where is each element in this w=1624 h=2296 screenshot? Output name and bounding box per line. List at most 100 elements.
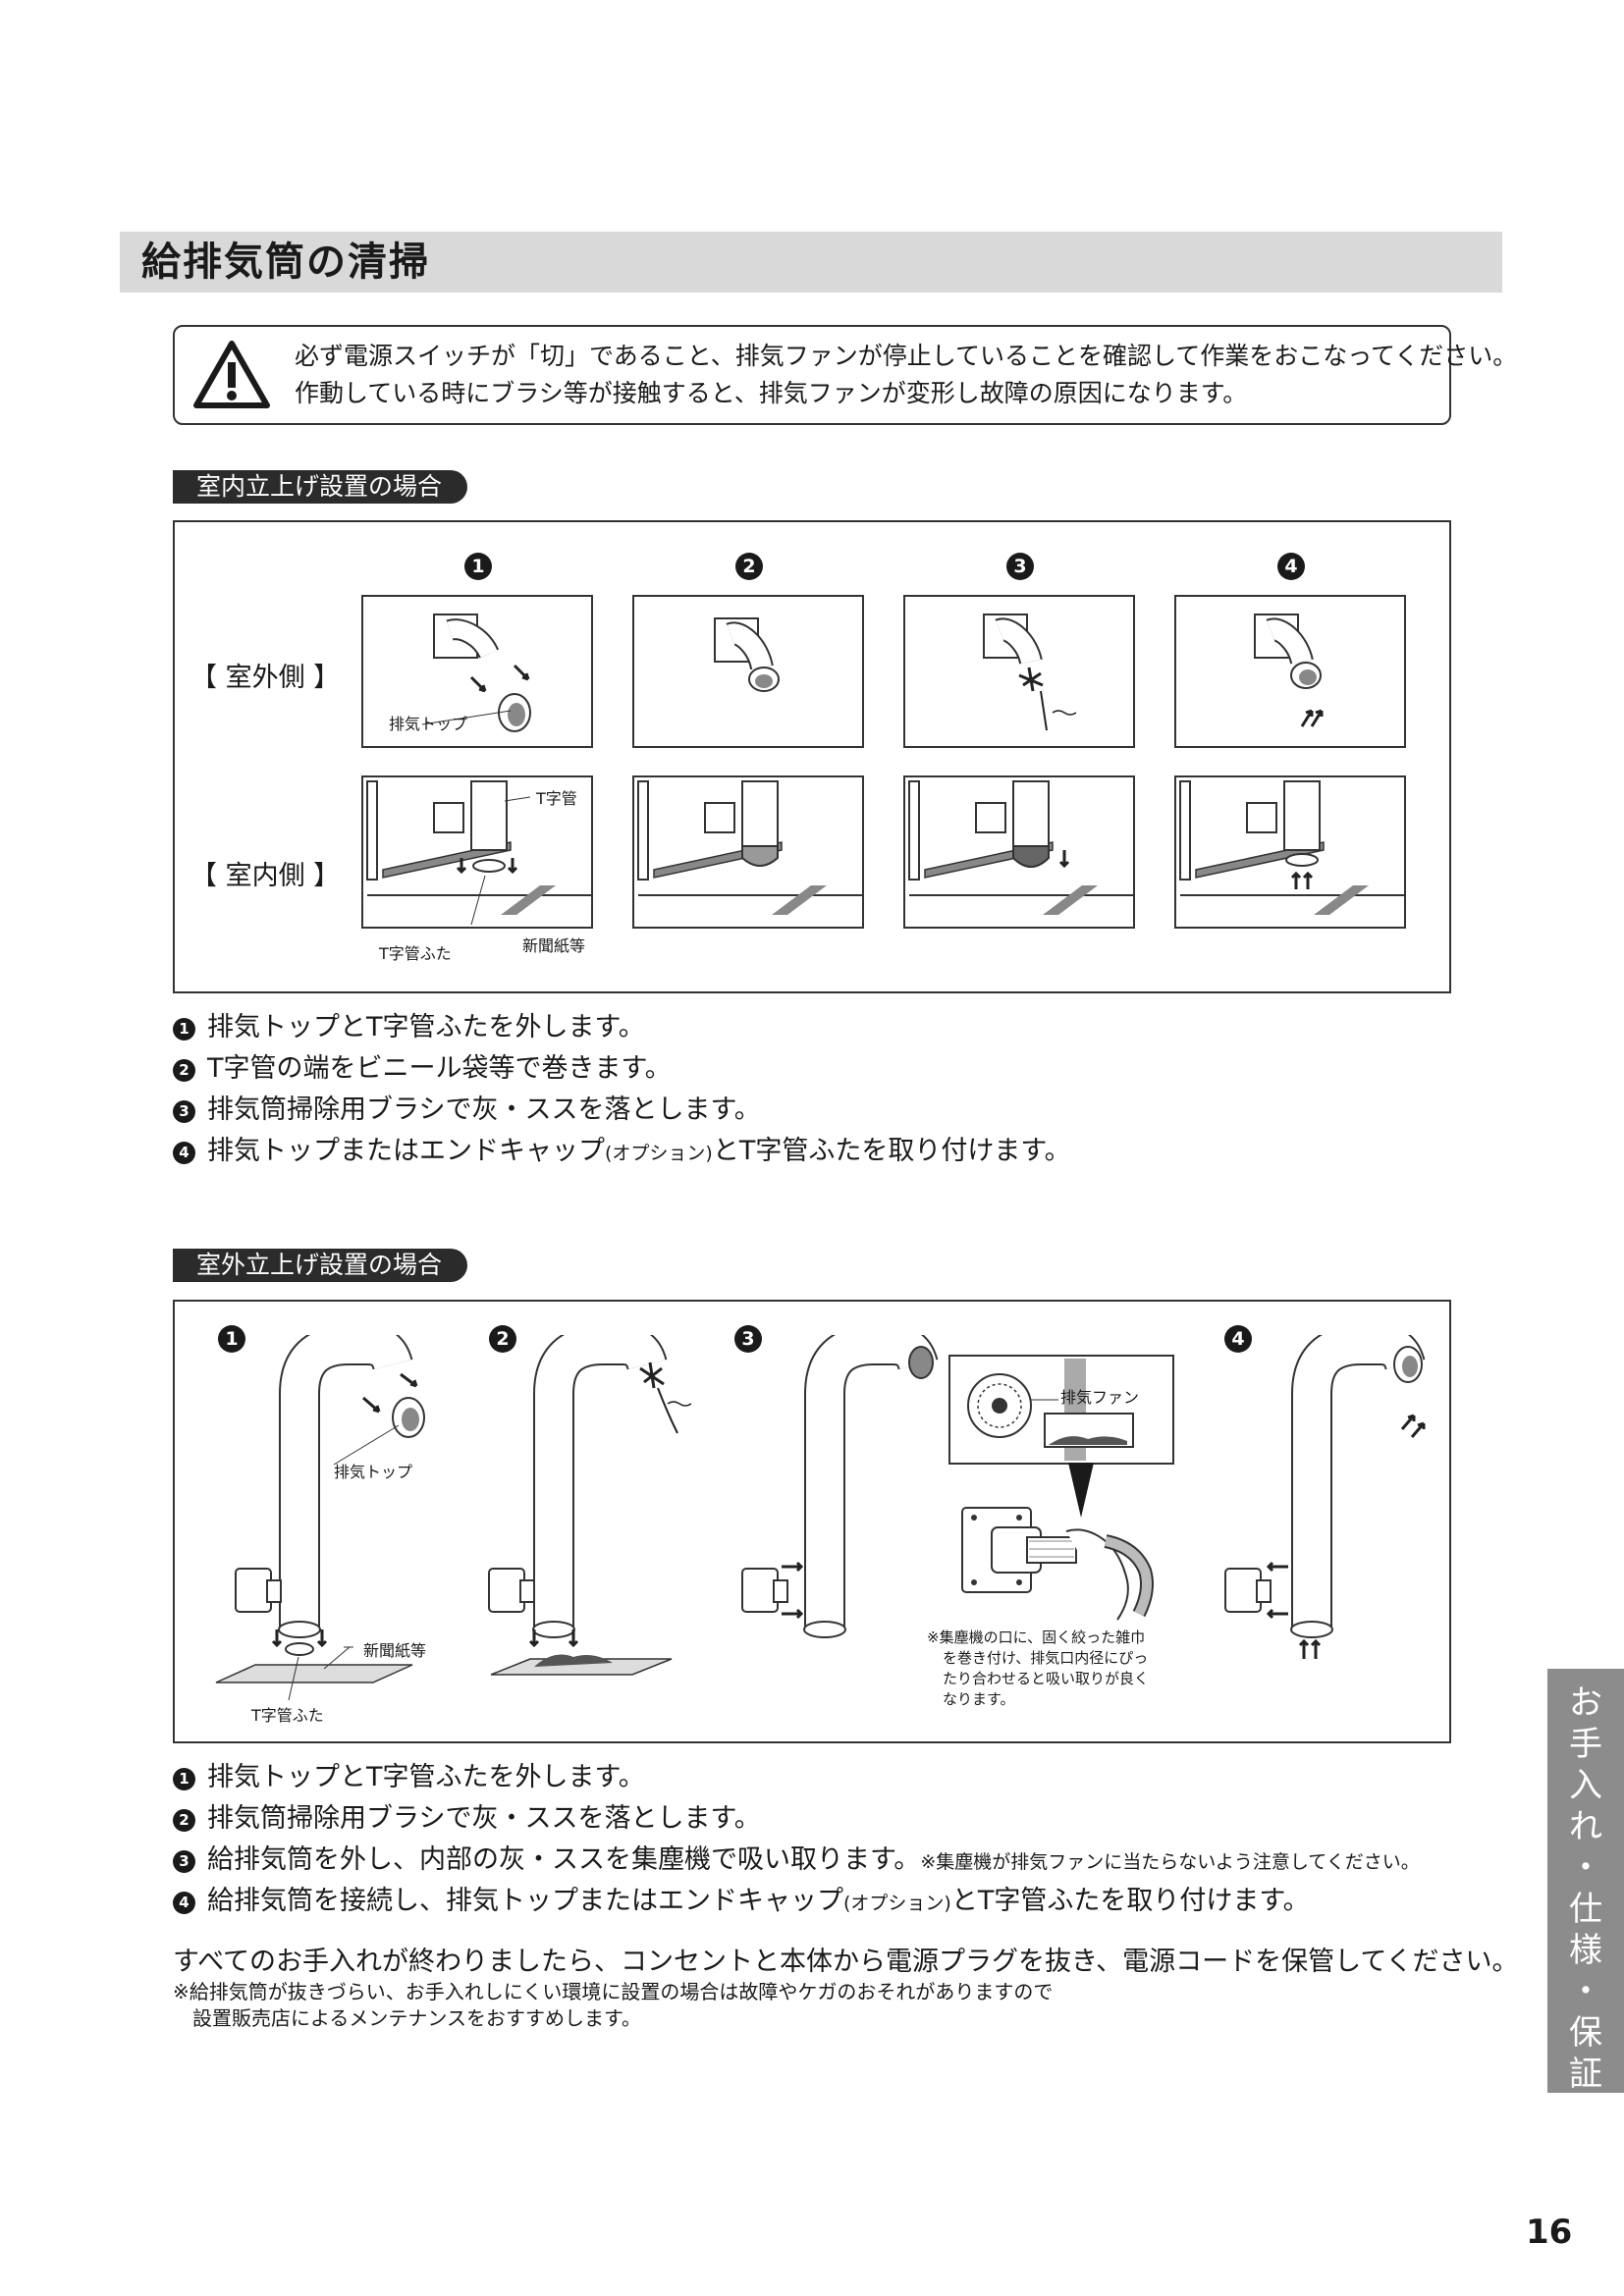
indoor-step-2-text: T字管の端をビニール袋等で巻きます。 — [207, 1053, 672, 1084]
outside-cell-1 — [361, 595, 593, 748]
outdoor-step-4-text: 給排気筒を接続し、排気トップまたはエンドキャップ — [207, 1886, 843, 1916]
outdoor-pipe-illustration-4 — [1224, 1335, 1426, 1659]
outdoor-pipe-illustration-3 — [741, 1335, 939, 1638]
outside-pipe-illustration-4 — [1254, 614, 1324, 727]
outdoor-step-number-2: 2 — [489, 1325, 516, 1353]
outdoor-step-4: 4 給排気筒を接続し、排気トップまたはエンドキャップ(オプション)とT字管ふたを取… — [173, 1883, 1310, 1922]
side-tab-char: れ — [1569, 1807, 1602, 1846]
outdoor-pipe-illustration-1 — [215, 1335, 425, 1701]
indoor-step-number-4: 4 — [1277, 553, 1305, 580]
inside-t-pipe-illustration-3 — [908, 780, 1133, 915]
inside-cell-1 — [361, 775, 593, 929]
outdoor-step-3: 3 給排気筒を外し、内部の灰・ススを集塵機で吸い取ります。※集塵機が排気ファンに当… — [173, 1842, 1420, 1881]
exhaust-fan-inset — [948, 1355, 1174, 1465]
label-t-pipe: T字管 — [536, 789, 577, 808]
indoor-step-1-number: 1 — [173, 1018, 195, 1041]
vacuum-note-line-1: ※集塵機の口に、固く絞った雑巾 — [927, 1629, 1146, 1646]
side-tab-char: ・ — [1569, 1848, 1602, 1888]
warning-box — [173, 325, 1451, 425]
outdoor-step-number-4: 4 — [1224, 1325, 1252, 1353]
title-bar — [120, 232, 1502, 293]
indoor-step-1: 1 排気トップとT字管ふたを外します。 — [173, 1009, 645, 1046]
outdoor-step-2-text: 排気筒掃除用ブラシで灰・ススを落とします。 — [207, 1803, 761, 1834]
outdoor-section-heading: 室外立上げ設置の場合 — [173, 1249, 468, 1282]
exhaust-fan-illustration — [967, 1359, 1134, 1461]
page-number: 16 — [1526, 2213, 1573, 2252]
outdoor-step-1-number: 1 — [173, 1768, 195, 1790]
footnote: ※給排気筒が抜きづらい、お手入れしにくい環境に設置の場合は故障やケガのおそれがあ… — [173, 1979, 1053, 2032]
side-tab-char: ・ — [1569, 1972, 1602, 2011]
side-tab-char: 様 — [1569, 1931, 1602, 1970]
indoor-step-1-text: 排気トップとT字管ふたを外します。 — [207, 1012, 645, 1042]
outdoor-step-4-tail: とT字管ふたを取り付けます。 — [950, 1886, 1310, 1916]
indoor-step-4-number: 4 — [173, 1142, 195, 1164]
footnote-line-1: ※給排気筒が抜きづらい、お手入れしにくい環境に設置の場合は故障やケガのおそれがあ… — [173, 1980, 1054, 2003]
warning-line-2: 作動している時にブラシ等が接触すると、排気ファンが変形し故障の原因になります。 — [295, 379, 1248, 407]
indoor-step-3-number: 3 — [173, 1100, 195, 1123]
indoor-step-4: 4 排気トップまたはエンドキャップ(オプション)とT字管ふたを取り付けます。 — [173, 1133, 1071, 1172]
inside-t-pipe-illustration-4 — [1179, 780, 1404, 915]
page-title: 給排気筒の清掃 — [141, 240, 430, 285]
inside-t-pipe-illustration-2 — [637, 780, 862, 915]
outside-pipe-illustration-3 — [983, 614, 1077, 731]
outside-cell-3 — [903, 595, 1135, 748]
outside-pipe-illustration-2 — [714, 617, 780, 692]
outdoor-step-2: 2 排気筒掃除用ブラシで灰・ススを落とします。 — [173, 1800, 761, 1838]
outdoor-step-4-option: (オプション) — [843, 1893, 951, 1914]
side-tab-care-specs-warranty[interactable]: お 手 入 れ ・ 仕 様 ・ 保 証 — [1547, 1669, 1624, 2094]
inside-t-pipe-illustration-1 — [366, 780, 591, 926]
outdoor-pipe-illustration-2 — [488, 1335, 692, 1676]
inside-cell-4 — [1174, 775, 1406, 929]
indoor-step-3: 3 排気筒掃除用ブラシで灰・ススを落とします。 — [173, 1092, 761, 1129]
outdoor-step-4-number: 4 — [173, 1892, 195, 1914]
side-tab-char: お — [1569, 1683, 1602, 1723]
label-t-pipe-cap: T字管ふた — [379, 944, 452, 963]
indoor-step-2: 2 T字管の端をビニール袋等で巻きます。 — [173, 1050, 672, 1088]
outside-pipe-illustration-1 — [421, 614, 531, 732]
outdoor-step-3-text: 給排気筒を外し、内部の灰・ススを集塵機で吸い取ります。 — [207, 1844, 921, 1875]
inside-cell-3 — [903, 775, 1135, 929]
indoor-step-number-1: 1 — [464, 553, 492, 580]
outdoor-label-newspaper: 新聞紙等 — [363, 1641, 427, 1660]
outside-cell-4 — [1174, 595, 1406, 748]
indoor-step-3-text: 排気筒掃除用ブラシで灰・ススを落とします。 — [207, 1095, 761, 1125]
indoor-step-4-option: (オプション) — [605, 1143, 713, 1164]
vacuum-note: ※集塵機の口に、固く絞った雑巾 を巻き付け、排気口内径にぴっ たり合わせると吸い… — [927, 1628, 1149, 1710]
side-tab-char: 証 — [1569, 2055, 1602, 2094]
outdoor-step-2-number: 2 — [173, 1809, 195, 1832]
vacuum-note-line-2: を巻き付け、排気口内径にぴっ — [943, 1649, 1149, 1667]
vacuum-cleaning-illustration — [961, 1507, 1154, 1621]
indoor-step-4-text: 排気トップまたはエンドキャップ — [207, 1136, 605, 1166]
outdoor-label-t-pipe-cap: T字管ふた — [251, 1706, 324, 1725]
indoor-step-number-2: 2 — [735, 553, 763, 580]
vacuum-note-line-3: たり合わせると吸い取りが良く — [943, 1670, 1150, 1687]
indoor-step-4-tail: とT字管ふたを取り付けます。 — [712, 1136, 1071, 1166]
side-tab-char: 保 — [1569, 2013, 1602, 2053]
inside-cell-2 — [632, 775, 864, 929]
inset-pointer-icon — [1068, 1463, 1094, 1518]
outdoor-step-3-number: 3 — [173, 1850, 195, 1873]
final-instruction: すべてのお手入れが終わりましたら、コンセントと本体から電源プラグを抜き、電源コー… — [173, 1947, 1519, 1977]
label-newspaper: 新聞紙等 — [522, 936, 586, 955]
outdoor-step-1-text: 排気トップとT字管ふたを外します。 — [207, 1762, 645, 1792]
vacuum-note-line-4: なります。 — [943, 1690, 1015, 1708]
indoor-section-heading: 室内立上げ設置の場合 — [173, 470, 468, 504]
label-exhaust-top: 排気トップ — [389, 715, 468, 733]
outdoor-step-number-1: 1 — [218, 1325, 245, 1353]
outside-cell-2 — [632, 595, 864, 748]
indoor-step-number-3: 3 — [1006, 553, 1034, 580]
outdoor-step-3-note: ※集塵機が排気ファンに当たらないよう注意してください。 — [920, 1851, 1420, 1873]
outdoor-step-1: 1 排気トップとT字管ふたを外します。 — [173, 1759, 645, 1796]
outdoor-step-number-3: 3 — [734, 1325, 762, 1353]
row-label-outside: 【 室外側 】 — [190, 663, 341, 693]
side-tab-char: 手 — [1569, 1725, 1602, 1764]
row-label-inside: 【 室内側 】 — [190, 861, 341, 891]
label-exhaust-fan: 排気ファン — [1060, 1388, 1140, 1407]
side-tab-char: 入 — [1569, 1766, 1602, 1805]
outdoor-label-exhaust-top: 排気トップ — [334, 1463, 413, 1481]
indoor-step-2-number: 2 — [173, 1059, 195, 1082]
footnote-line-2: 設置販売店によるメンテナンスをおすすめします。 — [192, 2006, 641, 2030]
side-tab-char: 仕 — [1569, 1890, 1602, 1929]
warning-icon — [193, 341, 270, 408]
warning-line-1: 必ず電源スイッチが「切」であること、排気ファンが停止していることを確認して作業を… — [295, 342, 1518, 370]
